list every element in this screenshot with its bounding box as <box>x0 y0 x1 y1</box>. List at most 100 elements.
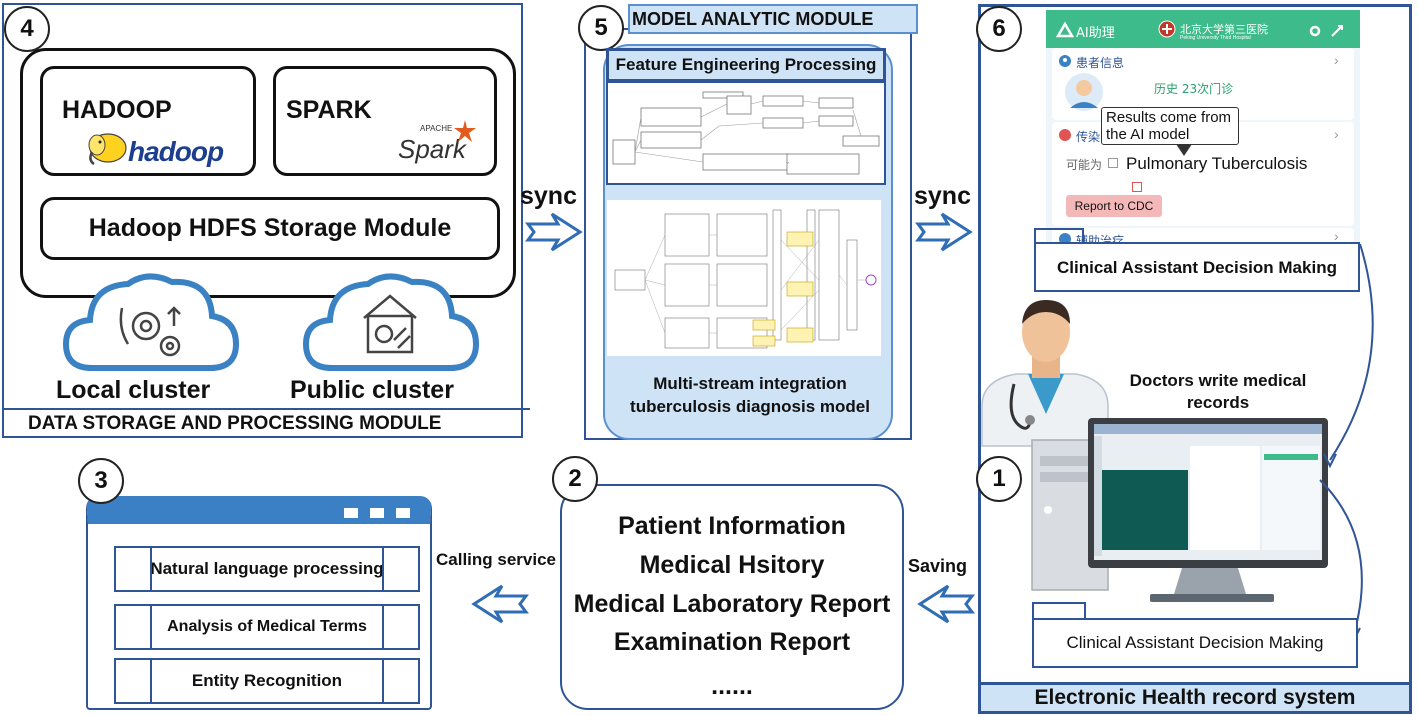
medical-terms-label: Analysis of Medical Terms <box>167 618 367 635</box>
window-dot-icon <box>344 508 358 518</box>
saving-label: Saving <box>908 556 968 576</box>
nlp-label: Natural language processing <box>150 559 384 578</box>
module5-title: MODEL ANALYTIC MODULE <box>632 9 874 29</box>
desktop-computer-icon <box>1031 418 1328 602</box>
decision-box-top: Clinical Assistant Decision Making <box>1034 242 1360 292</box>
patient-info-label: 患者信息 <box>1076 56 1125 70</box>
hospital-name: 北京大学第三医院 <box>1180 23 1268 36</box>
decision-box-bottom: Clinical Assistant Decision Making <box>1032 618 1358 668</box>
module4-title: DATA STORAGE AND PROCESSING MODULE <box>28 413 442 434</box>
module2-number: 2 <box>552 456 598 502</box>
module2-item-4: ...... <box>711 672 753 700</box>
module2-item-3: Examination Report <box>613 628 851 656</box>
module4-inner-panel <box>20 48 516 298</box>
ai-result-callout: Results come from the AI model <box>1101 107 1239 145</box>
hdfs-storage-box: Hadoop HDFS Storage Module <box>40 197 500 260</box>
patient-avatar <box>1065 73 1103 111</box>
chevron-right-icon[interactable]: › <box>1334 228 1339 244</box>
flow-curve-arrows <box>1319 243 1374 643</box>
module1-number: 1 <box>976 456 1022 502</box>
window-dot-icon <box>396 508 410 518</box>
ai-logo-icon <box>1055 21 1075 38</box>
module4-title-bar <box>2 408 530 438</box>
feature-engineering-title-box: Feature Engineering Processing <box>606 48 886 82</box>
decision-bottom-label: Clinical Assistant Decision Making <box>1066 633 1324 652</box>
feature-engineering-title: Feature Engineering Processing <box>615 55 877 74</box>
callout-tail <box>1176 144 1192 156</box>
report-to-cdc-button[interactable]: Report to CDC <box>1066 195 1162 217</box>
module2-item-0: Patient Information <box>618 512 846 540</box>
ai-app-name: AI助理 <box>1076 26 1115 41</box>
settings-icon[interactable] <box>1308 24 1322 38</box>
decision-top-label: Clinical Assistant Decision Making <box>1057 258 1337 277</box>
module6-number: 6 <box>976 6 1022 52</box>
entity-recognition-divider <box>382 658 384 704</box>
module4-number: 4 <box>4 6 50 52</box>
decision-box-top-tab <box>1034 228 1084 242</box>
hadoop-label: HADOOP <box>62 96 172 124</box>
module2-item-1: Medical Hsitory <box>639 551 825 579</box>
hadoop-elephant-icon <box>88 133 127 166</box>
diagnosis-checkbox[interactable] <box>1132 182 1142 192</box>
ai-assistant-header <box>1046 10 1360 48</box>
ehr-title-bar: Electronic Health record system <box>978 682 1412 714</box>
spark-box <box>273 66 497 176</box>
medical-terms-divider <box>382 604 384 650</box>
nlp-item-divider <box>382 546 384 592</box>
local-cluster-cloud-icon <box>62 273 240 371</box>
decision-box-bottom-tab <box>1032 602 1086 618</box>
spark-logo-text: Spark <box>398 134 466 164</box>
calling-service-label: Calling service <box>436 550 557 569</box>
ai-result-callout-text: Results come from the AI model <box>1106 109 1232 143</box>
medical-terms-divider <box>150 604 152 650</box>
infectious-label: 传染 <box>1076 130 1101 144</box>
possible-checkbox[interactable] <box>1108 158 1118 168</box>
model-text-line1: Multi-stream integration <box>653 374 847 393</box>
saving-arrow-icon <box>917 584 975 624</box>
visit-history: 历史 23次门诊 <box>1154 82 1234 96</box>
medical-terms-item: Analysis of Medical Terms <box>114 604 420 650</box>
multi-stream-model-diagram <box>607 200 881 356</box>
nlp-item-divider <box>150 546 152 592</box>
model-text-line2: tuberculosis diagnosis model <box>630 397 870 416</box>
calling-arrow-icon <box>471 584 529 624</box>
report-to-cdc-label: Report to CDC <box>1074 199 1154 213</box>
sync-label-1: sync <box>520 182 577 210</box>
possible-label: 可能为 <box>1066 158 1103 172</box>
chevron-right-icon[interactable]: › <box>1334 126 1339 142</box>
ehr-title: Electronic Health record system <box>1034 686 1356 709</box>
collapse-icon[interactable] <box>1330 24 1344 38</box>
hadoop-logo-text: hadoop <box>128 136 224 167</box>
chevron-right-icon[interactable]: › <box>1334 52 1339 68</box>
doctors-write-label: Doctors write medical records <box>1129 371 1307 412</box>
sync-arrow-1-icon <box>525 212 583 252</box>
feature-engineering-flowchart <box>606 81 886 185</box>
patient-info-icon <box>1059 55 1071 67</box>
spark-label: SPARK <box>286 96 372 124</box>
hospital-emblem-icon <box>1158 20 1176 38</box>
module4-frame <box>2 3 523 438</box>
spark-star-icon <box>454 120 476 142</box>
local-cluster-label: Local cluster <box>56 376 211 404</box>
module3-window <box>86 496 432 710</box>
entity-recognition-label: Entity Recognition <box>191 671 343 690</box>
hospital-name-en: Peking University Third Hospital <box>1180 35 1251 41</box>
spark-logo-apache: APACHE <box>420 124 453 133</box>
hdfs-storage-label: Hadoop HDFS Storage Module <box>88 214 452 242</box>
infectious-icon <box>1059 129 1071 141</box>
module5-title-bar <box>628 4 918 34</box>
doctor-icon <box>981 300 1109 447</box>
public-cluster-cloud-icon <box>302 273 480 371</box>
module2-item-2: Medical Laboratory Report <box>573 590 891 618</box>
module2-panel <box>560 484 904 710</box>
doctors-write-text: Doctors write medical records <box>1100 370 1336 414</box>
module5-number: 5 <box>578 5 624 51</box>
sync-label-2: sync <box>914 182 971 210</box>
nlp-item: Natural language processing <box>114 546 420 592</box>
module3-number: 3 <box>78 458 124 504</box>
sync-arrow-2-icon <box>915 212 973 252</box>
entity-recognition-divider <box>150 658 152 704</box>
hadoop-box <box>40 66 256 176</box>
window-dot-icon <box>370 508 384 518</box>
entity-recognition-item: Entity Recognition <box>114 658 420 704</box>
